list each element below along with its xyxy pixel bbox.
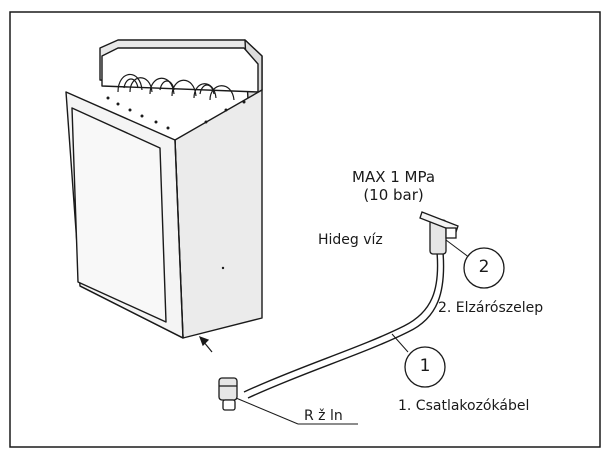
shutoff-valve-label: 2. Elzárószelep	[438, 300, 544, 316]
heater-front-door	[71, 107, 167, 323]
pointer-arrow	[198, 335, 213, 353]
rail-screws	[106, 96, 246, 270]
pressure-line-1: MAX 1 MPa	[352, 168, 436, 186]
cable-connector	[218, 377, 238, 411]
shutoff-valve	[419, 211, 459, 255]
heating-elements	[117, 73, 235, 101]
callout-number-2: 2	[478, 257, 490, 277]
callout-circle-2	[463, 247, 505, 289]
max-pressure-label: MAX 1 MPa (10 bar)	[352, 168, 435, 204]
connection-cable	[243, 251, 445, 399]
callout-circle-1	[404, 346, 446, 388]
heater-bottom-edge	[79, 285, 184, 339]
pressure-line-2: (10 bar)	[363, 186, 424, 204]
callout-leaders	[235, 239, 471, 425]
unit-label: R ž ln	[304, 408, 343, 424]
cold-water-label: Hideg víz	[318, 232, 383, 248]
heater-unit	[65, 39, 263, 339]
connection-cable-label: 1. Csatlakozókábel	[398, 398, 530, 414]
stone-tray	[101, 47, 259, 93]
callout-number-1: 1	[419, 356, 431, 376]
heater-seam	[174, 139, 184, 339]
